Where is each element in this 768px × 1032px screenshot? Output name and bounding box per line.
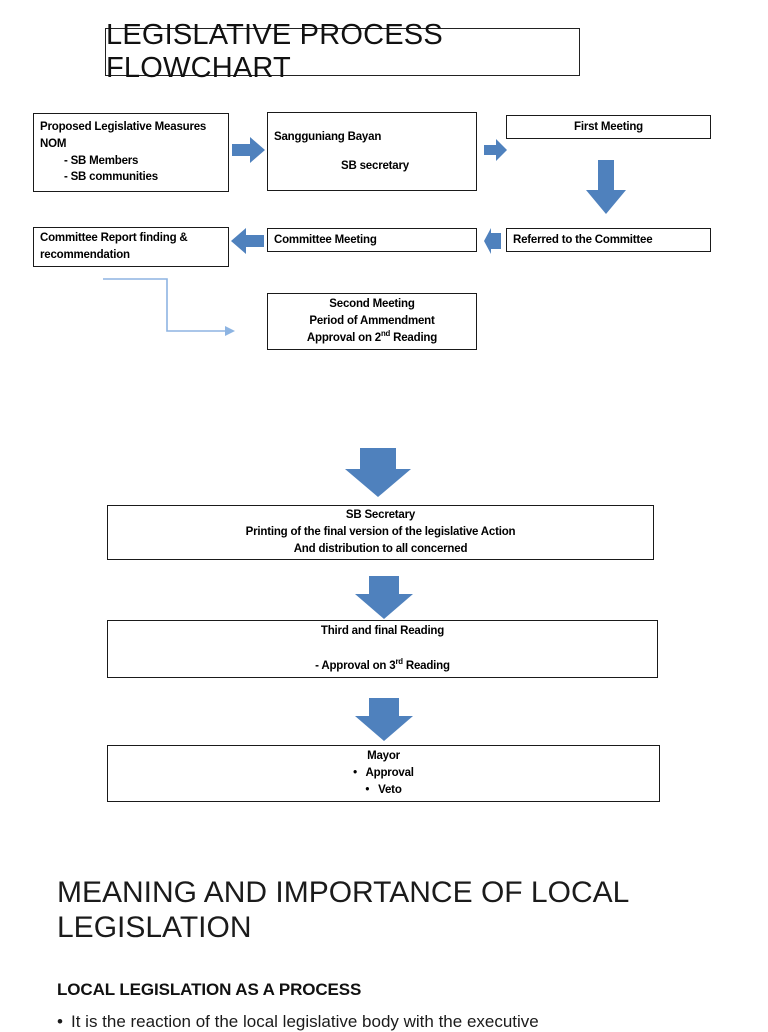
arrow-left-small-icon (484, 228, 501, 254)
box-line: SB secretary (341, 159, 409, 172)
section-heading: MEANING AND IMPORTANCE OF LOCAL LEGISLAT… (57, 876, 629, 945)
box-committee-report[interactable]: Committee Report finding & recommendatio… (33, 227, 229, 267)
box-line: Proposed Legislative Measures (40, 121, 207, 134)
arrow-down-icon (355, 576, 413, 619)
box-line: And distribution to all concerned (293, 542, 468, 555)
box-line: Approval on 2nd Reading (306, 329, 438, 344)
box-mayor[interactable]: Mayor • Approval • Veto (107, 745, 660, 802)
subsection-heading: LOCAL LEGISLATION AS A PROCESS (57, 980, 362, 999)
box-sangguniang-bayan[interactable]: Sangguniang Bayan SB secretary (267, 112, 477, 191)
bullet-icon: • (57, 1012, 63, 1031)
box-line: SB Secretary (345, 509, 416, 522)
box-first-meeting[interactable]: First Meeting (506, 115, 711, 139)
box-line: Referred to the Committee (513, 233, 653, 246)
box-line: Second Meeting (329, 298, 415, 311)
box-second-meeting[interactable]: Second Meeting Period of Ammendment Appr… (267, 293, 477, 350)
page-title: LEGISLATIVE PROCESS FLOWCHART (105, 19, 580, 84)
box-line: - SB Members (40, 154, 139, 167)
box-line: Third and final Reading (320, 625, 445, 638)
connector-elbow-committee-report-to-second-meeting (103, 278, 235, 336)
box-line: - Approval on 3rd Reading (315, 657, 450, 672)
box-line: recommendation (40, 249, 130, 261)
box-line: Period of Ammendment (309, 315, 435, 328)
box-proposed-legislative-measures[interactable]: Proposed Legislative Measures NOM - SB M… (33, 113, 229, 192)
box-line: First Meeting (574, 120, 643, 133)
arrow-right-icon (232, 137, 265, 163)
box-line: • Veto (365, 783, 402, 796)
arrow-left-icon (231, 228, 264, 254)
box-committee-meeting[interactable]: Committee Meeting (267, 228, 477, 252)
box-third-and-final-reading[interactable]: Third and final Reading - Approval on 3r… (107, 620, 658, 678)
arrow-right-small-icon (484, 139, 507, 161)
arrow-down-icon (586, 160, 626, 214)
box-sb-secretary-printing[interactable]: SB Secretary Printing of the final versi… (107, 505, 654, 560)
box-line: Mayor (367, 750, 400, 763)
box-line: Printing of the final version of the leg… (245, 526, 516, 539)
list-item-text: It is the reaction of the local legislat… (71, 1012, 539, 1031)
box-referred-to-the-committee[interactable]: Referred to the Committee (506, 228, 711, 252)
box-line: Committee Report finding & (40, 232, 188, 245)
box-line: - SB communities (40, 171, 158, 184)
box-line: Sangguniang Bayan (274, 130, 382, 143)
arrow-down-icon (345, 448, 411, 497)
page-title-text: LEGISLATIVE PROCESS FLOWCHART (106, 19, 443, 84)
box-line: • Approval (353, 767, 414, 780)
box-line: Committee Meeting (274, 233, 377, 246)
arrow-down-icon (355, 698, 413, 741)
box-line: NOM (40, 137, 67, 150)
list-item: • It is the reaction of the local legisla… (57, 1012, 717, 1032)
